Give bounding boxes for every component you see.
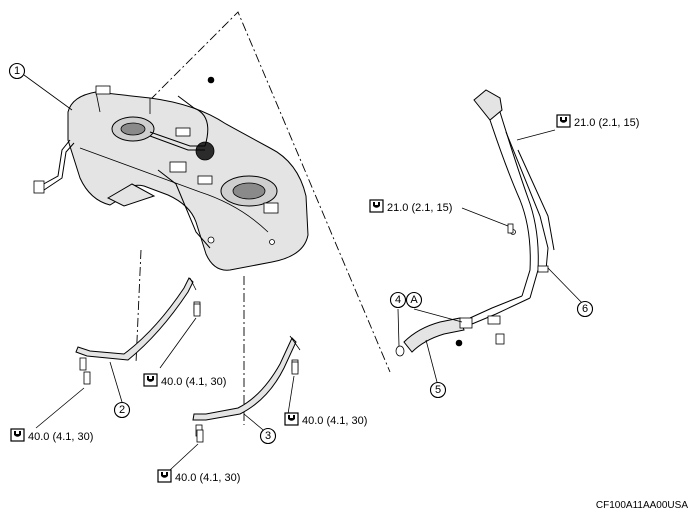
callout-a: A [405, 291, 423, 309]
tank-pipes [33, 95, 211, 249]
callout-1: 1 [8, 62, 26, 80]
fuel-filler-tube [469, 89, 555, 345]
torque-spec-band3-lower-value: 40.0 (4.1, 30) [175, 472, 240, 484]
callout-a-label: A [410, 294, 418, 306]
torque-spec-band2-lower: 40.0 (4.1, 30) [10, 428, 93, 443]
torque-spec-band2-lower-value: 40.0 (4.1, 30) [28, 431, 93, 443]
callout-1-label: 1 [14, 65, 20, 77]
torque-spec-filler-upper: 21.0 (2.1, 15) [556, 114, 639, 129]
tank-sealing-point-dot [207, 76, 215, 84]
torque-spec-band2-upper: 40.0 (4.1, 30) [143, 373, 226, 388]
callout-5-label: 5 [435, 384, 441, 396]
fuel-tank [67, 85, 309, 271]
torque-spec-band2-upper-value: 40.0 (4.1, 30) [161, 376, 226, 388]
torque-spec-band3-right: 40.0 (4.1, 30) [284, 412, 367, 427]
callout-2-label: 2 [119, 404, 125, 416]
torque-spec-band3-lower: 40.0 (4.1, 30) [157, 469, 240, 484]
callout-4: 4 [389, 291, 407, 309]
leader-lines [23, 74, 586, 471]
torque-wrench-icon [10, 428, 25, 442]
callout-4-label: 4 [395, 294, 401, 306]
figure-code: CF100A11AA00USA [595, 500, 688, 511]
callout-3-label: 3 [265, 430, 271, 442]
callout-5: 5 [429, 381, 447, 399]
explosion-dash-lines [135, 11, 391, 425]
torque-wrench-icon [284, 412, 299, 426]
callout-2: 2 [113, 401, 131, 419]
torque-wrench-icon [369, 199, 384, 213]
fuel-filler-hose [395, 317, 473, 357]
callout-6: 6 [576, 300, 594, 318]
torque-spec-filler-upper-value: 21.0 (2.1, 15) [574, 117, 639, 129]
torque-spec-filler-lower: 21.0 (2.1, 15) [369, 199, 452, 214]
torque-wrench-icon [556, 114, 571, 128]
torque-wrench-icon [143, 373, 158, 387]
callout-6-label: 6 [582, 303, 588, 315]
torque-spec-band3-right-value: 40.0 (4.1, 30) [302, 415, 367, 427]
mounting-bolts [83, 223, 514, 443]
hose-sealing-point-dot [455, 339, 463, 347]
callout-3: 3 [259, 427, 277, 445]
torque-spec-filler-lower-value: 21.0 (2.1, 15) [387, 202, 452, 214]
torque-wrench-icon [157, 469, 172, 483]
